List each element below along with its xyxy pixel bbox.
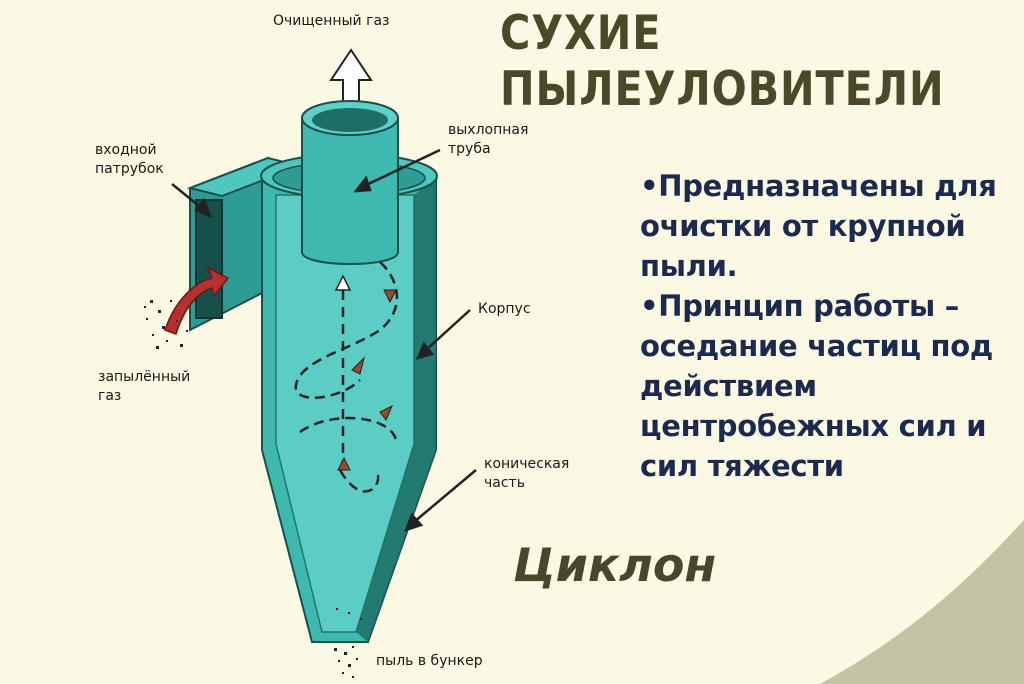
title-line-2: ПЫЛЕУЛОВИТЕЛИ: [500, 62, 945, 117]
downflow-arrow-icon: [383, 289, 397, 304]
bullet-purpose: •Предназначены для очистки от крупной пы…: [640, 169, 997, 283]
dust-particles: [144, 300, 188, 349]
label-conical-part: коническая часть: [484, 456, 570, 491]
inlet-arrow-icon: [164, 266, 230, 335]
label-clean-gas: Очищенный газ: [273, 13, 390, 29]
label-inlet-pipe: входной патрубок: [95, 142, 164, 177]
upflow-arrow-icon: [334, 274, 352, 291]
title-line-1: СУХИЕ: [500, 6, 662, 61]
label-exhaust-pipe: выхлопная труба: [448, 122, 529, 157]
label-dust-bin: пыль в бункер: [376, 653, 483, 669]
label-dusty-gas: запылённый газ: [98, 369, 191, 404]
subtitle-cyclone: Циклон: [513, 538, 717, 592]
page-title: СУХИЕ ПЫЛЕУЛОВИТЕЛИ: [500, 6, 944, 118]
label-body: Корпус: [478, 301, 531, 317]
dust-outlet-particles: [334, 608, 362, 678]
bullet-list: •Предназначены для очистки от крупной пы…: [640, 166, 1024, 486]
bullet-principle: •Принцип работы – оседание частиц под де…: [640, 289, 993, 483]
